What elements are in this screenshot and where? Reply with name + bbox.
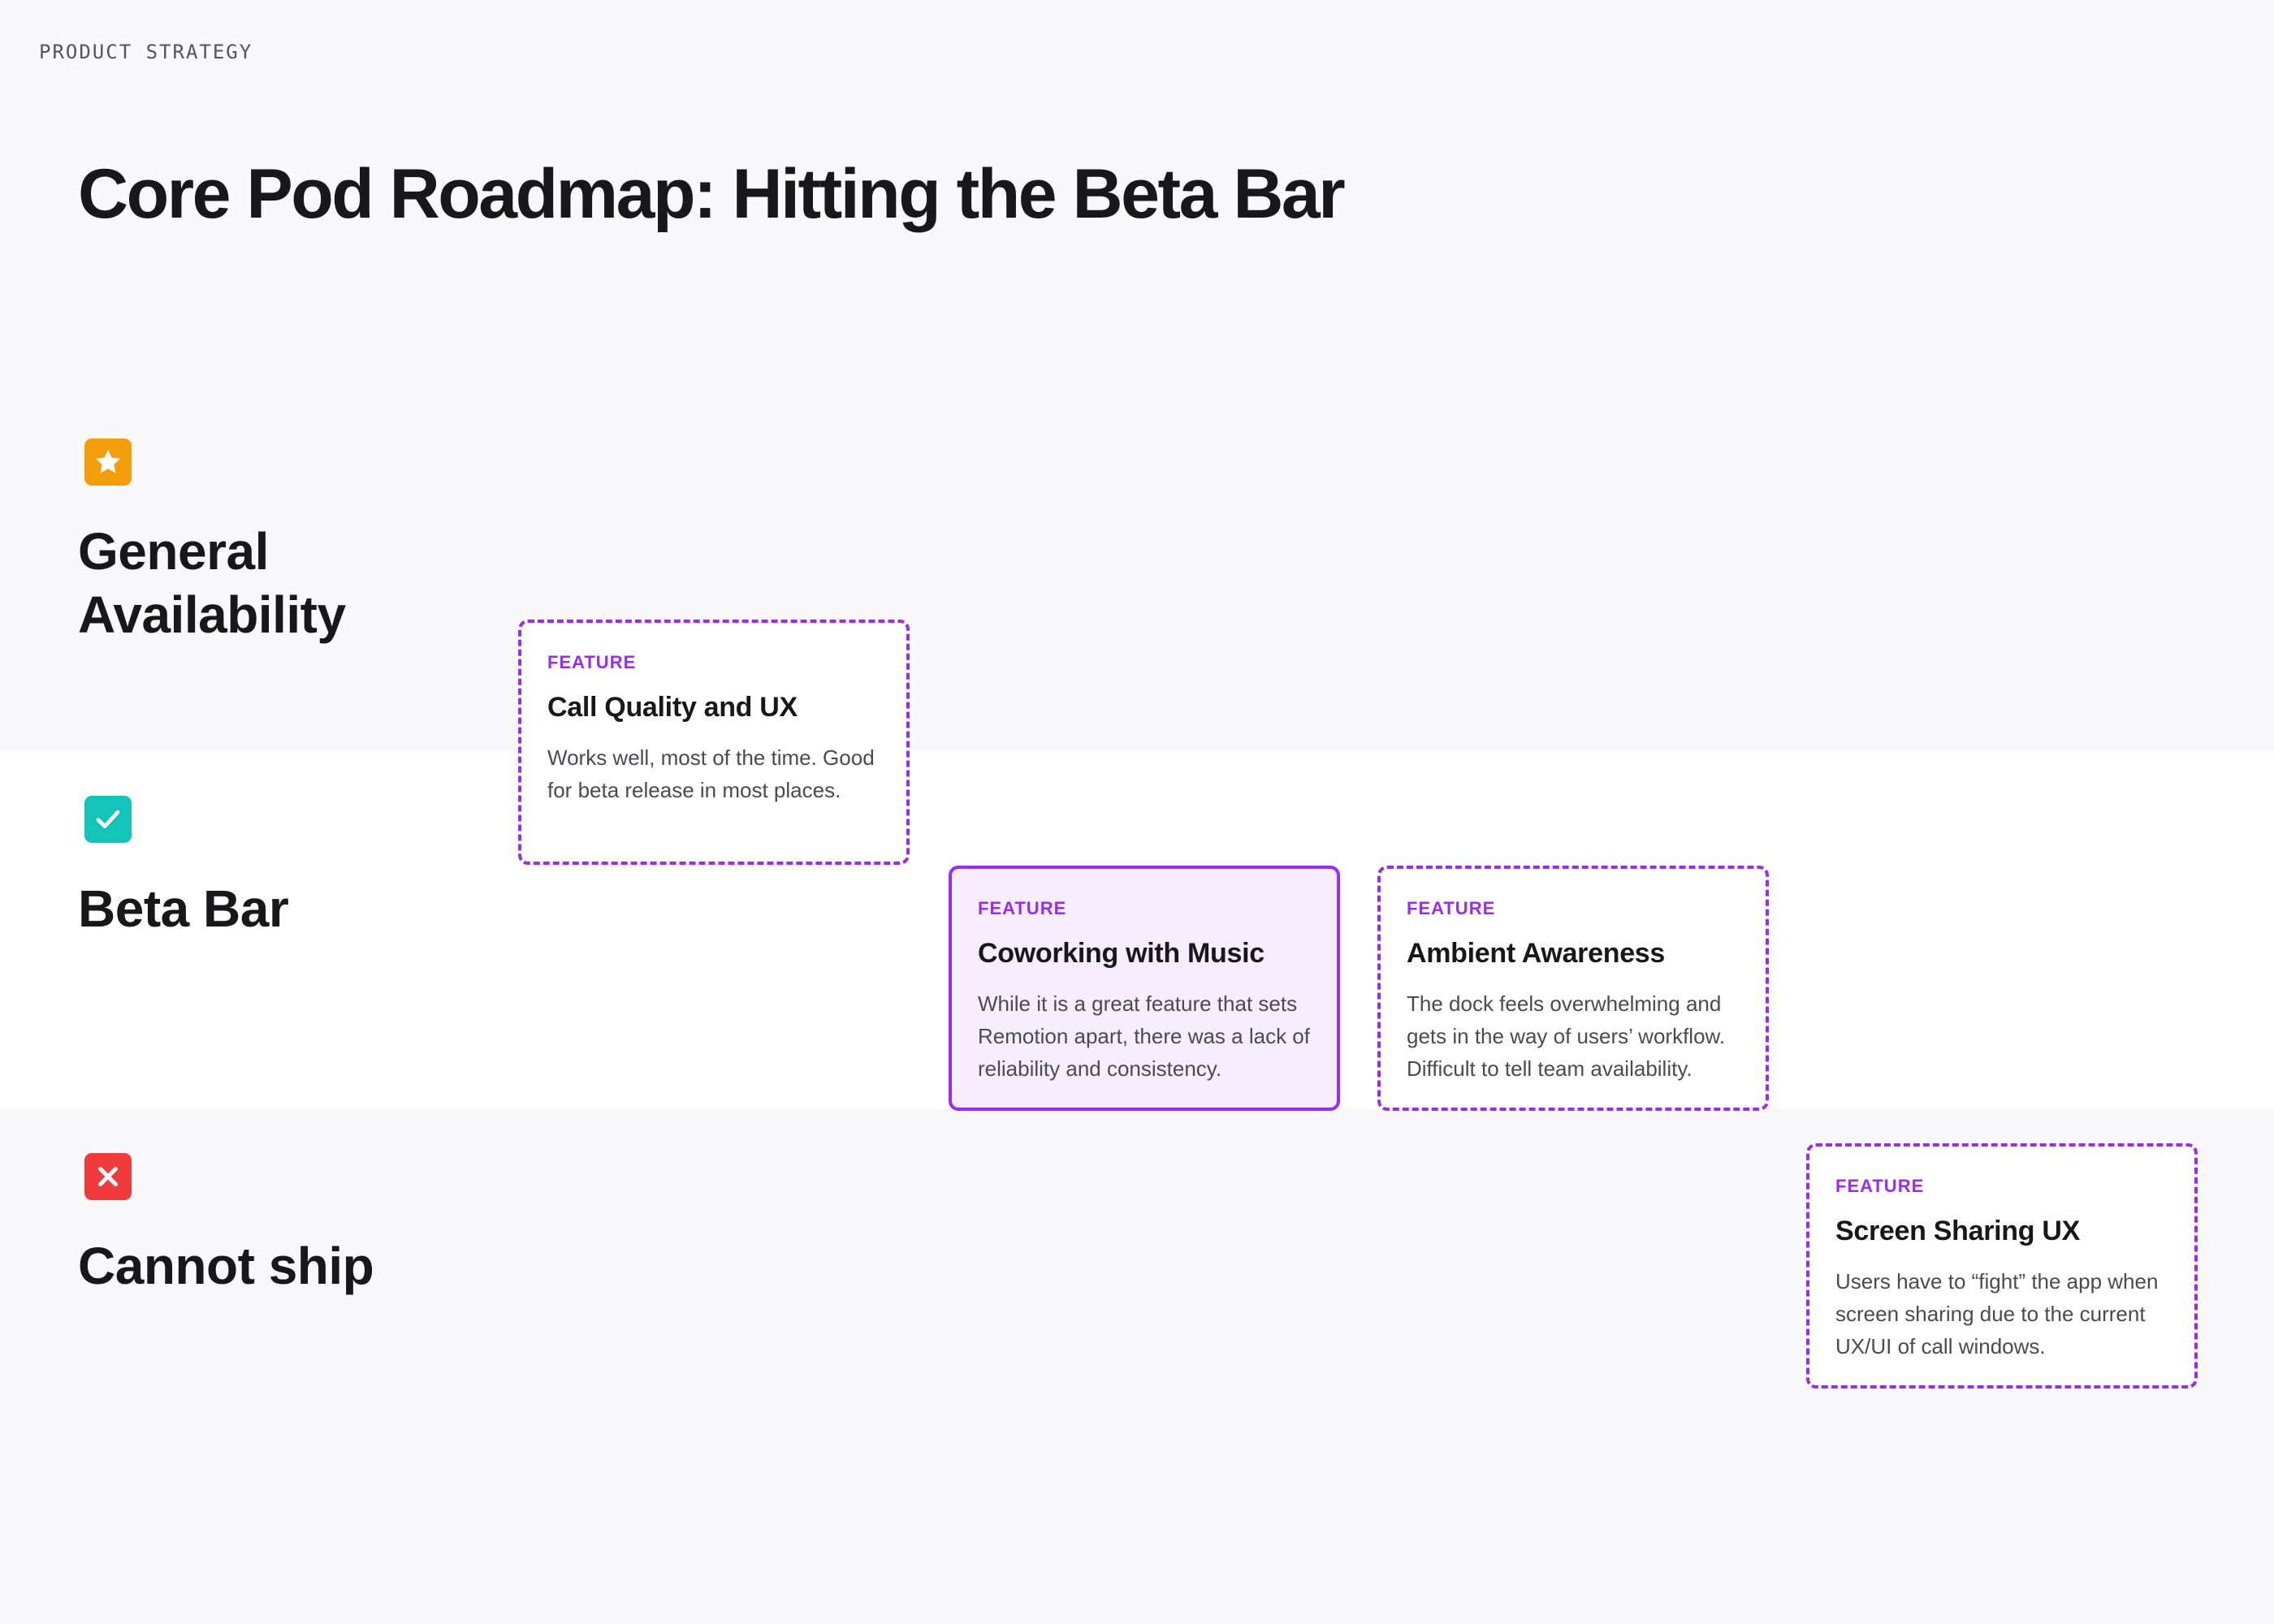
star-icon <box>84 438 132 486</box>
card-title: Ambient Awareness <box>1407 938 1666 969</box>
tier-label-general-availability: General Availability <box>78 522 346 644</box>
card-tag: FEATURE <box>1835 1176 1925 1196</box>
check-icon <box>84 796 132 843</box>
feature-card-ambient-awareness[interactable]: FEATURE Ambient Awareness The dock feels… <box>1377 866 1769 1111</box>
feature-card-screen-sharing[interactable]: FEATURE Screen Sharing UX Users have to … <box>1806 1143 2198 1389</box>
tier-label-beta-bar: Beta Bar <box>78 879 289 938</box>
tier-band-general-availability <box>0 0 2274 751</box>
card-body: While it is a great feature that sets Re… <box>978 991 1310 1081</box>
card-tag: FEATURE <box>978 898 1067 918</box>
x-icon <box>84 1153 132 1200</box>
card-tag: FEATURE <box>1407 898 1496 918</box>
tier-label-cannot-ship: Cannot ship <box>78 1237 374 1295</box>
feature-card-call-quality[interactable]: FEATURE Call Quality and UX Works well, … <box>518 620 910 865</box>
card-title: Call Quality and UX <box>547 692 798 723</box>
page-overline: PRODUCT STRATEGY <box>39 41 253 63</box>
card-tag: FEATURE <box>547 652 637 672</box>
page-title: Core Pod Roadmap: Hitting the Beta Bar <box>78 155 1346 233</box>
card-title: Screen Sharing UX <box>1835 1216 2080 1246</box>
card-body: Users have to “fight” the app when scree… <box>1835 1269 2159 1358</box>
card-title: Coworking with Music <box>978 938 1265 969</box>
card-body: Works well, most of the time. Good for b… <box>547 745 875 802</box>
card-body: The dock feels overwhelming and gets in … <box>1407 991 1726 1081</box>
feature-card-coworking-music[interactable]: FEATURE Coworking with Music While it is… <box>949 866 1340 1111</box>
